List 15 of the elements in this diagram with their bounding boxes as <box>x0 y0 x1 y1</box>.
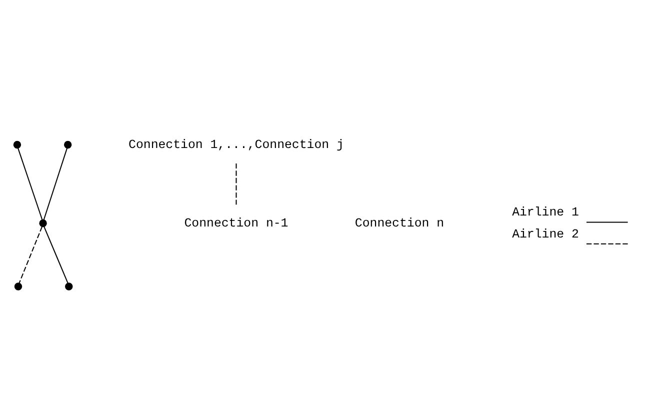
node-text: Connection 1,...,Connection j <box>128 138 344 152</box>
node-circle <box>13 140 22 149</box>
node-circle <box>14 282 22 290</box>
legend-label: Airline 2 <box>512 227 579 242</box>
node-circle <box>39 219 47 228</box>
node-circle <box>64 140 72 149</box>
connector <box>236 164 237 205</box>
connector <box>44 226 68 284</box>
node-text: Connection n <box>354 216 444 230</box>
legend-label: Airline 1 <box>512 206 579 220</box>
node-text: Connection n-1 <box>184 216 288 230</box>
connector <box>18 226 43 284</box>
node-circle <box>65 282 73 290</box>
connector <box>43 148 68 220</box>
connector <box>18 148 43 220</box>
